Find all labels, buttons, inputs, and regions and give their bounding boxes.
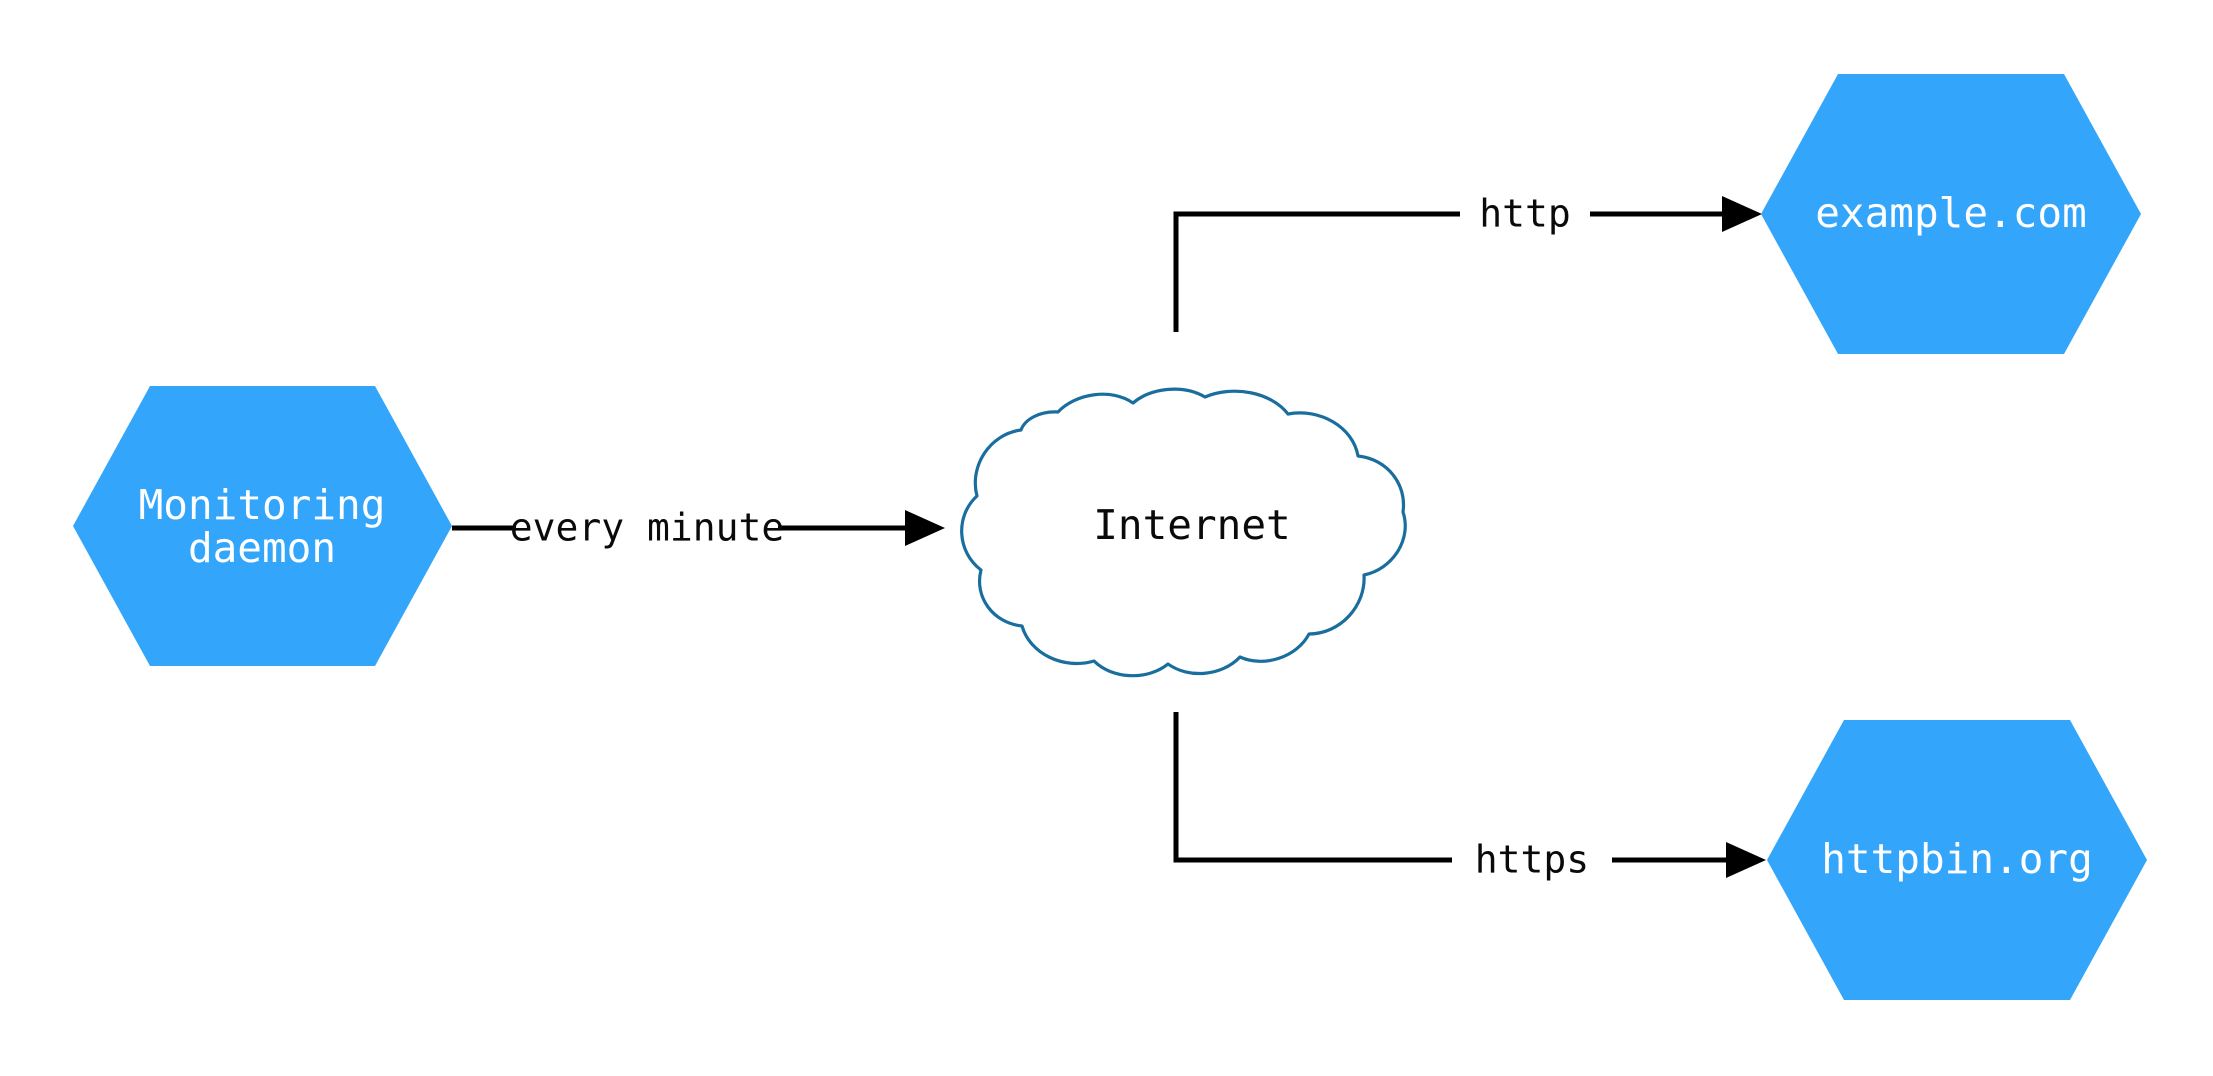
edge-label-https: https <box>1475 838 1589 882</box>
node-label-httpbin-org: httpbin.org <box>1821 835 2093 883</box>
edge-internet-to-httpbin[interactable]: https <box>1173 712 1766 888</box>
node-example-com[interactable]: example.com <box>1761 74 2141 354</box>
edge-label-backdrop <box>1460 186 1590 242</box>
node-label-monitoring-daemon-line2: daemon <box>188 524 336 572</box>
hexagon-shape <box>73 386 452 666</box>
edge-label-backdrop <box>516 500 778 556</box>
hexagon-shape <box>1767 720 2147 1000</box>
arrowhead-icon <box>1722 196 1762 232</box>
node-label-monitoring-daemon-line1: Monitoring <box>139 481 386 529</box>
cloud-shape <box>960 387 1407 678</box>
edge-label-every-minute: every minute <box>510 506 785 550</box>
node-monitoring-daemon[interactable]: Monitoring daemon <box>73 386 452 666</box>
hexagon-shape <box>1761 74 2141 354</box>
edge-label-http: http <box>1479 192 1571 236</box>
arrowhead-icon <box>1726 842 1766 878</box>
edge-daemon-to-internet[interactable]: every minute <box>452 500 945 556</box>
edge-internet-to-example[interactable]: http <box>1173 186 1762 332</box>
node-internet[interactable]: Internet <box>960 387 1407 678</box>
arrowhead-icon <box>905 510 945 546</box>
node-label-internet: Internet <box>1093 501 1290 549</box>
edge-label-backdrop <box>1452 832 1612 888</box>
node-httpbin-org[interactable]: httpbin.org <box>1767 720 2147 1000</box>
node-label-example-com: example.com <box>1815 189 2087 237</box>
